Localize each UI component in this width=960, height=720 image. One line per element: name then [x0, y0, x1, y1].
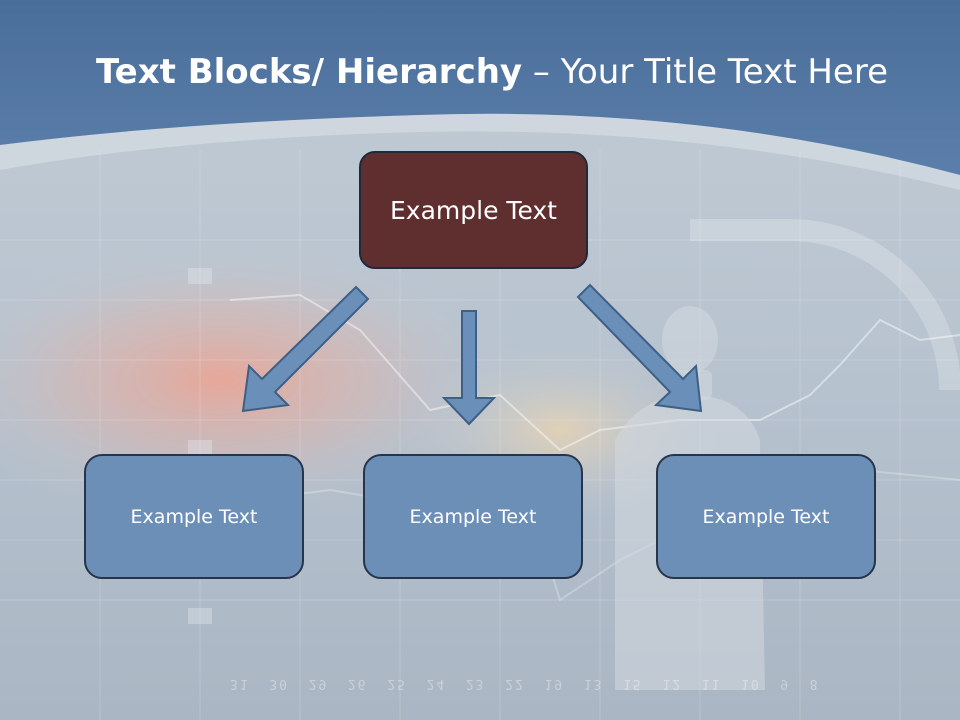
top-box-label: Example Text — [390, 195, 557, 225]
child-box-center: Example Text — [363, 454, 583, 579]
title-normal-part: Your Title Text Here — [560, 52, 889, 92]
child-box-left: Example Text — [84, 454, 304, 579]
child-box-left-label: Example Text — [130, 505, 258, 528]
title-bold-part: Text Blocks/ Hierarchy — [95, 52, 523, 92]
slide-title: Text Blocks/ Hierarchy – Your Title Text… — [0, 52, 960, 92]
child-box-right: Example Text — [656, 454, 876, 579]
child-box-right-label: Example Text — [702, 505, 830, 528]
background-scale-numbers: 31 30 29 26 25 24 23 22 19 13 15 12 11 1… — [230, 676, 820, 691]
child-box-center-label: Example Text — [409, 505, 537, 528]
title-separator: – — [522, 52, 561, 92]
top-box: Example Text — [359, 151, 588, 269]
